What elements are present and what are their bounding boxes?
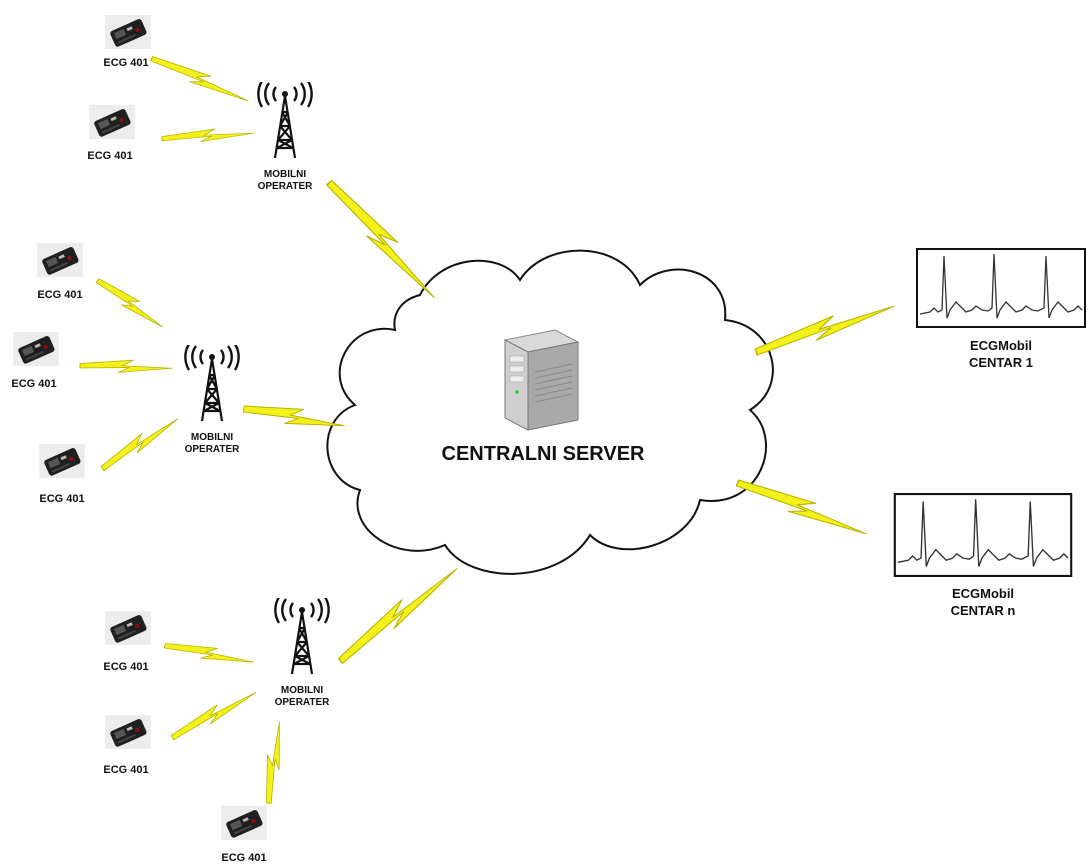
ecg-device-icon — [105, 610, 151, 646]
ecg-device-2[interactable]: ECG 401 — [87, 104, 135, 162]
operator-label-line2: OPERATER — [185, 444, 241, 455]
center-label-line2: CENTAR n — [951, 603, 1016, 618]
ecg-device-icon — [221, 805, 267, 841]
antenna-tower-icon — [274, 598, 330, 676]
ecg-device-8[interactable]: ECG 401 — [221, 805, 267, 864]
ecg-device-label: ECG 401 — [11, 378, 56, 390]
ecg-center-n[interactable]: ECGMobil CENTAR n — [893, 493, 1073, 618]
operator-label-line2: OPERATER — [275, 697, 331, 708]
ecg-device-6[interactable]: ECG 401 — [103, 610, 151, 673]
ecg-center-1[interactable]: ECGMobil CENTAR 1 — [916, 247, 1086, 370]
ecg-device-icon — [105, 14, 151, 50]
server-icon[interactable] — [503, 329, 580, 431]
ecg-device-4[interactable]: ECG 401 — [11, 331, 59, 390]
operator-label-line1: MOBILNI — [264, 169, 306, 180]
lightning-icon — [333, 560, 463, 668]
antenna-tower-icon — [184, 345, 240, 423]
ecg-device-7[interactable]: ECG 401 — [103, 714, 151, 776]
lightning-icon — [322, 174, 442, 304]
center-label-line1: ECGMobil — [970, 338, 1032, 353]
ecg-monitor-icon — [893, 493, 1073, 577]
lightning-icon — [260, 720, 287, 805]
ecg-device-3[interactable]: ECG 401 — [37, 242, 83, 301]
ecg-device-label: ECG 401 — [103, 764, 148, 776]
ecg-device-icon — [105, 714, 151, 750]
ecg-device-label: ECG 401 — [37, 289, 82, 301]
lightning-icon — [734, 472, 871, 543]
operator-label-line1: MOBILNI — [191, 432, 233, 443]
lightning-icon — [163, 637, 256, 669]
operator-label-line2: OPERATER — [258, 181, 314, 192]
ecg-device-label: ECG 401 — [103, 57, 148, 69]
lightning-icon — [97, 412, 182, 474]
ecg-device-label: ECG 401 — [221, 852, 266, 864]
ecg-device-label: ECG 401 — [39, 493, 84, 505]
ecg-device-icon — [13, 331, 59, 367]
lightning-icon — [148, 50, 252, 108]
center-label-line1: ECGMobil — [952, 586, 1014, 601]
lightning-icon — [168, 685, 260, 744]
operator-tower-2[interactable]: MOBILNI OPERATER — [184, 344, 241, 455]
ecg-device-label: ECG 401 — [87, 150, 132, 162]
lightning-icon — [752, 296, 898, 360]
operator-tower-1[interactable]: MOBILNI OPERATER — [257, 81, 314, 192]
ecg-device-icon — [89, 104, 135, 140]
server-label: CENTRALNI SERVER — [442, 443, 646, 465]
antenna-tower-icon — [257, 82, 313, 160]
ecg-device-5[interactable]: ECG 401 — [39, 443, 85, 505]
ecg-device-1[interactable]: ECG 401 — [103, 14, 151, 69]
ecg-monitor-icon — [916, 247, 1086, 329]
ecg-device-label: ECG 401 — [103, 661, 148, 673]
lightning-icon — [79, 357, 173, 375]
lightning-icon — [93, 273, 168, 333]
center-label-line2: CENTAR 1 — [969, 355, 1033, 370]
operator-tower-3[interactable]: MOBILNI OPERATER — [274, 597, 331, 708]
operator-label-line1: MOBILNI — [281, 685, 323, 696]
ecg-device-icon — [37, 242, 83, 278]
ecg-device-icon — [39, 443, 85, 479]
lightning-icon — [161, 126, 255, 145]
